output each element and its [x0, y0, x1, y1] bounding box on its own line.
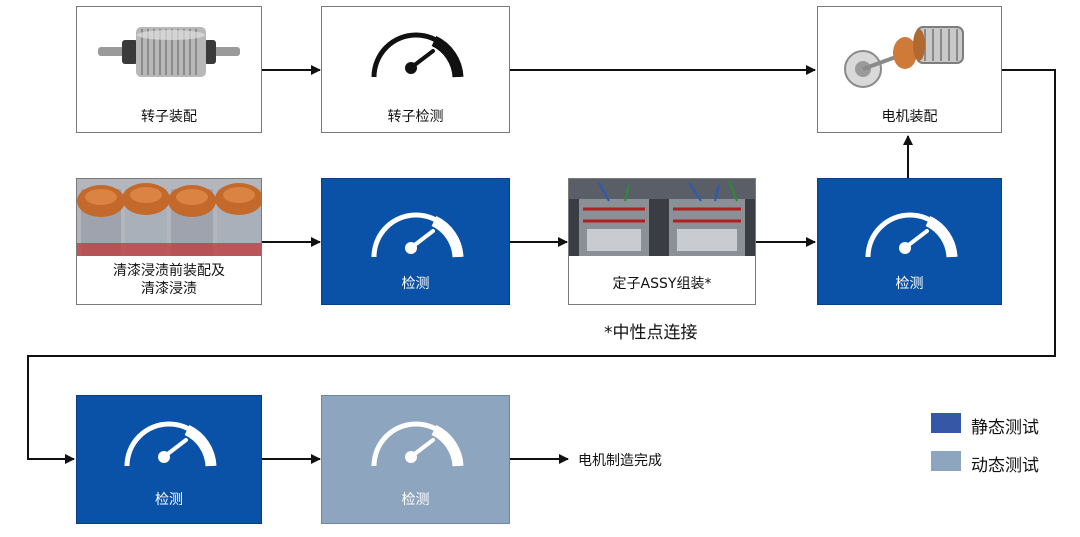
legend-static-swatch: [931, 413, 961, 433]
motor-assembly-label: 电机装配: [881, 109, 938, 125]
rotor-assembly-label: 转子装配: [141, 109, 197, 125]
legend-dynamic-swatch: [931, 451, 961, 471]
test-4-box: 检测: [321, 395, 510, 524]
varnish-box: 清漆浸渍前装配及 清漆浸渍: [76, 178, 262, 305]
legend-static-label: 静态测试: [971, 418, 1039, 438]
stator-assy-label: 定子ASSY组装*: [612, 276, 712, 292]
legend-dynamic-label: 动态测试: [971, 456, 1039, 476]
finish-label: 电机制造完成: [578, 453, 662, 469]
rotor-assembly-box: 转子装配: [76, 6, 262, 133]
rotor-icon: [98, 27, 240, 77]
gauge-icon: [124, 421, 217, 467]
varnish-label: 清漆浸渍前装配及 清漆浸渍: [113, 263, 225, 297]
test-4-label: 检测: [401, 492, 430, 508]
test-3-box: 检测: [76, 395, 262, 524]
test-2-box: 检测: [817, 178, 1002, 305]
motor-assembly-box: 电机装配: [817, 6, 1002, 133]
stator-photo: [569, 179, 755, 256]
rotor-test-label: 转子检测: [387, 109, 444, 125]
test-2-label: 检测: [895, 276, 924, 292]
rotor-test-box: 转子检测: [321, 6, 510, 133]
neutral-point-note: *中性点连接: [604, 323, 698, 343]
test-1-label: 检测: [401, 276, 430, 292]
motor-icon: [843, 26, 964, 88]
gauge-icon: [371, 421, 463, 467]
test-3-label: 检测: [155, 492, 183, 508]
test-1-box: 检测: [321, 178, 510, 305]
copper-coils-photo: [77, 179, 261, 256]
gauge-icon: [371, 212, 463, 258]
arrow-motor-assembly-to-test3: [27, 69, 1056, 464]
stator-assy-box: 定子ASSY组装*: [568, 178, 756, 305]
gauge-icon: [371, 32, 463, 78]
gauge-icon: [865, 212, 957, 258]
